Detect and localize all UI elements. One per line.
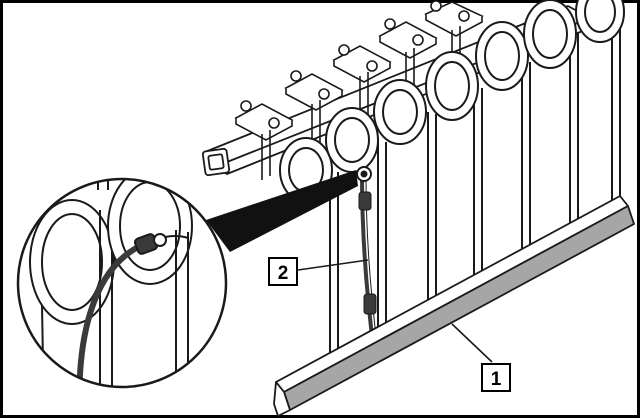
leader-line-1 [451, 323, 493, 363]
callout-2: 2 [268, 257, 298, 286]
clamp-bracket [234, 100, 294, 180]
callout-2-label: 2 [278, 263, 289, 284]
trough-strip [273, 195, 635, 417]
leader-line-2 [297, 259, 369, 271]
spring-tine [425, 51, 483, 302]
spring-tine [325, 107, 387, 352]
magnified-detail [16, 177, 228, 389]
clamp-bracket [378, 18, 438, 92]
callout-1: 1 [481, 363, 511, 392]
clamp-bracket [332, 44, 392, 118]
callout-1-label: 1 [491, 369, 502, 390]
clamp-bracket [284, 70, 344, 148]
spring-tine [523, 0, 579, 248]
spring-tine [373, 79, 437, 326]
spring-tine [279, 137, 339, 372]
clamp-brackets [234, 0, 484, 180]
spring-tine [475, 21, 531, 278]
spring-tine [575, 0, 625, 224]
spring-tines [279, 0, 625, 372]
magnifier-shadow-wedge [206, 170, 358, 252]
